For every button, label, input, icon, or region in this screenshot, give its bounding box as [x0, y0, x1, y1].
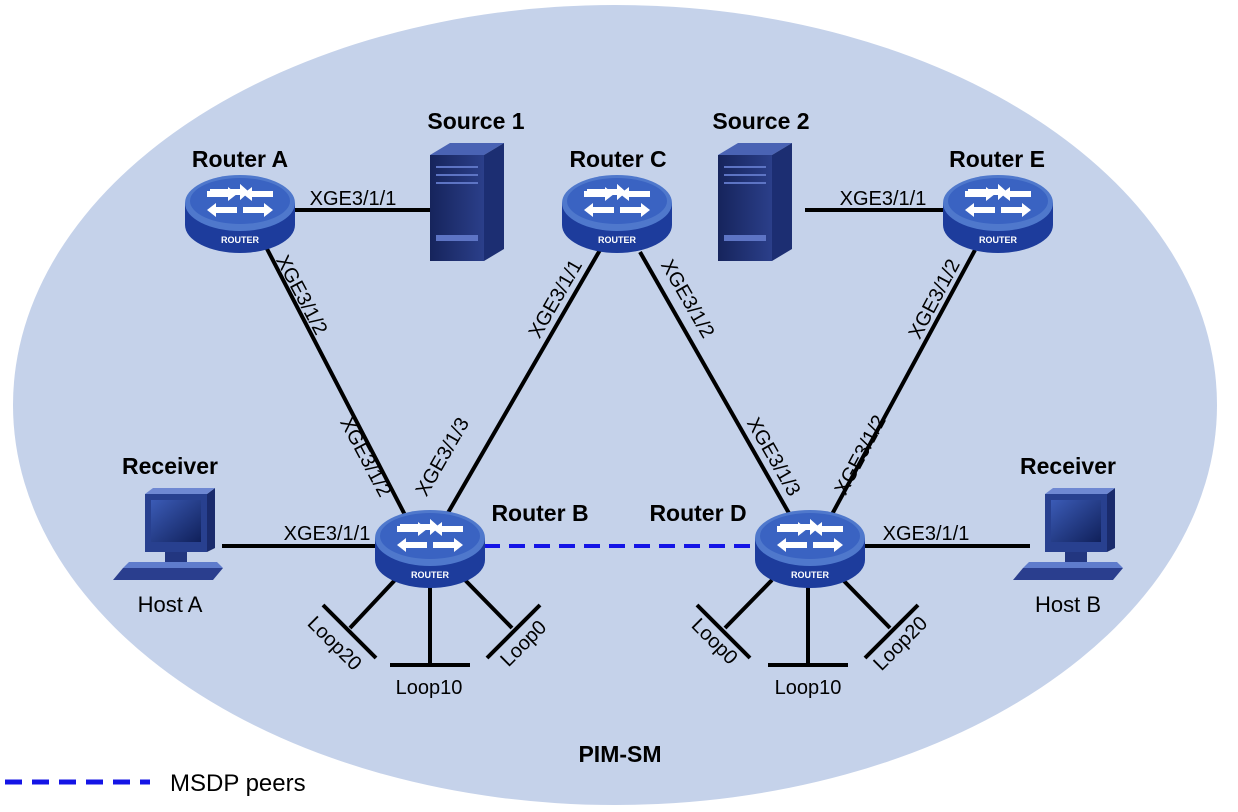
host-b-role-label: Receiver [1020, 453, 1116, 479]
router-d-label: Router D [649, 500, 746, 526]
router-b-label: Router B [491, 500, 588, 526]
source-2-label: Source 2 [712, 108, 809, 134]
source-1-server-icon [429, 142, 505, 262]
router-c: ROUTER [562, 175, 672, 253]
link-router-c-router-b [443, 248, 602, 520]
pim-sm-domain [13, 5, 1217, 805]
router-d: ROUTER [755, 510, 865, 588]
router-b-loop10-label: Loop10 [396, 677, 463, 699]
router-e: ROUTER [943, 175, 1053, 253]
legend-msdp-label: MSDP peers [170, 770, 306, 797]
loop20-stub-d [841, 578, 892, 630]
router-c-badge: ROUTER [598, 235, 637, 245]
loop0-stub-b [463, 578, 514, 630]
loop20-bar-d [863, 603, 920, 660]
router-a-label: Router A [192, 146, 288, 172]
if-router-e-source-2: XGE3/1/1 [840, 188, 927, 210]
link-router-e-router-d [828, 249, 977, 519]
router-b: ROUTER [375, 510, 485, 588]
host-a-label: Host A [138, 592, 203, 617]
loop0-stub-d [723, 578, 774, 630]
host-b-label: Host B [1035, 592, 1101, 617]
router-b-badge: ROUTER [411, 570, 450, 580]
if-router-d-host-b: XGE3/1/1 [883, 523, 970, 545]
loop0-bar-b [485, 603, 542, 660]
loop20-stub-b [348, 578, 397, 630]
if-router-a-source-1: XGE3/1/1 [310, 188, 397, 210]
router-d-loop10-label: Loop10 [775, 677, 842, 699]
loop0-bar-d [695, 603, 752, 660]
link-router-c-router-d [638, 251, 792, 516]
host-a-role-label: Receiver [122, 453, 218, 479]
source-2-server-icon [717, 142, 793, 262]
link-router-a-router-b [263, 244, 407, 516]
links [222, 208, 1030, 667]
router-e-label: Router E [949, 146, 1045, 172]
router-e-badge: ROUTER [979, 235, 1018, 245]
router-a-badge: ROUTER [221, 235, 260, 245]
domain-label: PIM-SM [578, 741, 661, 767]
loop20-bar-b [321, 603, 378, 660]
router-c-label: Router C [569, 146, 666, 172]
router-a: ROUTER [185, 175, 295, 253]
source-1-label: Source 1 [427, 108, 524, 134]
router-d-badge: ROUTER [791, 570, 830, 580]
if-router-b-host-a: XGE3/1/1 [284, 523, 371, 545]
